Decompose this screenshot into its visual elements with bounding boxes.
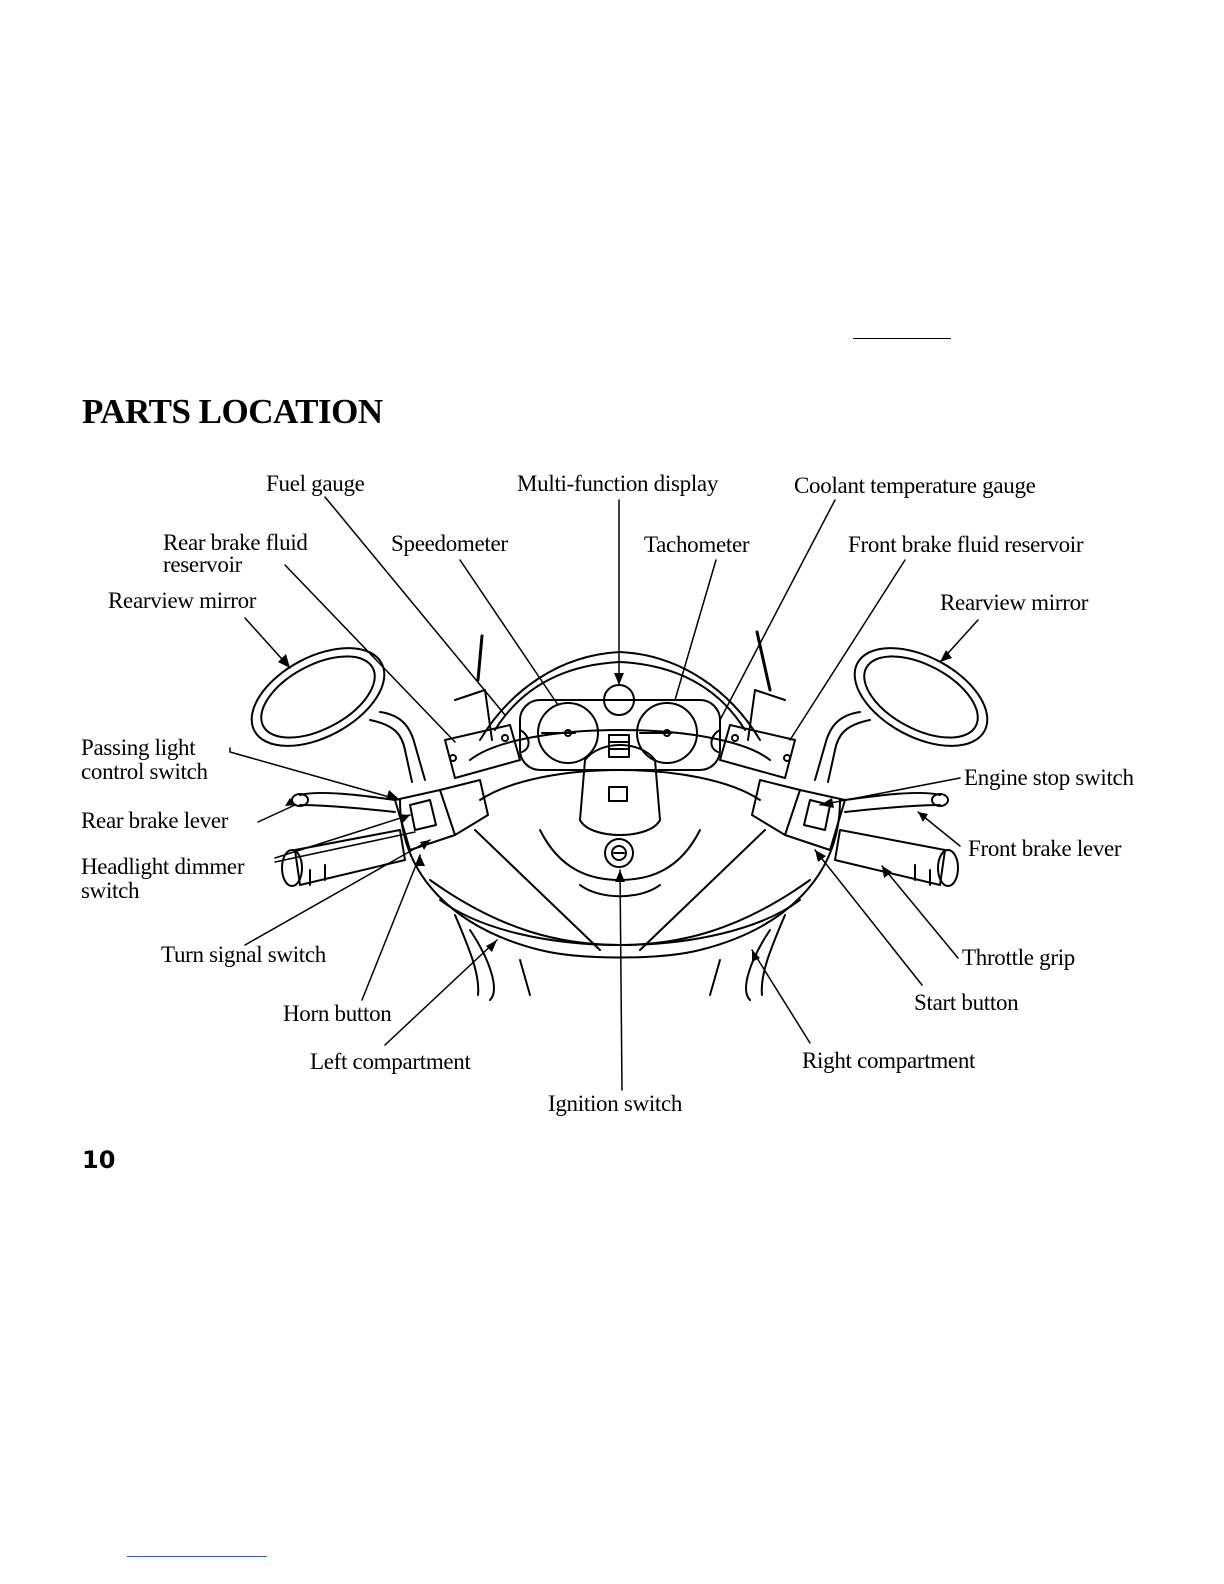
- label-tachometer: Tachometer: [644, 532, 750, 557]
- label-left-compartment: Left compartment: [310, 1049, 471, 1074]
- instrument-cluster: [519, 684, 721, 868]
- top-rule: [853, 338, 951, 339]
- label-throttle-grip: Throttle grip: [962, 945, 1075, 970]
- label-fuel-gauge: Fuel gauge: [266, 471, 365, 496]
- tachometer-dial: [636, 702, 698, 764]
- page-number: 10: [82, 1146, 116, 1174]
- label-front-brake-lever: Front brake lever: [968, 836, 1122, 861]
- label-turn-signal-switch: Turn signal switch: [161, 942, 326, 967]
- bottom-rule: [127, 1556, 267, 1557]
- label-rearview-mirror-left: Rearview mirror: [108, 588, 257, 613]
- center-indicator: [608, 786, 628, 802]
- label-rear-brake-fluid-reservoir-line2: reservoir: [163, 552, 243, 577]
- label-front-brake-fluid-reservoir: Front brake fluid reservoir: [848, 532, 1084, 557]
- right-controls: [710, 724, 959, 887]
- label-passing-light-control-switch-line2: control switch: [81, 759, 208, 784]
- label-coolant-temperature-gauge: Coolant temperature gauge: [794, 473, 1036, 498]
- right-mirror: [814, 647, 989, 783]
- label-ignition-switch: Ignition switch: [548, 1091, 683, 1116]
- scooter-body: [399, 630, 841, 1001]
- label-start-button: Start button: [914, 990, 1019, 1015]
- arrowheads: [278, 650, 952, 962]
- label-rear-brake-lever: Rear brake lever: [81, 808, 229, 833]
- label-horn-button: Horn button: [283, 1001, 392, 1026]
- label-speedometer: Speedometer: [391, 531, 508, 556]
- label-headlight-dimmer-switch: Headlight dimmer: [81, 854, 245, 879]
- left-mirror: [250, 647, 426, 783]
- label-right-compartment: Right compartment: [802, 1048, 976, 1073]
- page-title: PARTS LOCATION: [82, 392, 383, 431]
- label-rearview-mirror-right: Rearview mirror: [940, 590, 1089, 615]
- leader-lines: [229, 496, 979, 1091]
- label-engine-stop-switch: Engine stop switch: [964, 765, 1134, 790]
- label-passing-light-control-switch: Passing light: [81, 735, 196, 760]
- label-rear-brake-fluid-reservoir: Rear brake fluid: [163, 530, 308, 555]
- label-multi-function-display: Multi-function display: [517, 471, 719, 496]
- speedometer-dial: [537, 702, 599, 764]
- ignition-keyhole: [604, 838, 634, 868]
- left-controls: [281, 724, 530, 887]
- label-headlight-dimmer-switch-line2: switch: [81, 878, 140, 903]
